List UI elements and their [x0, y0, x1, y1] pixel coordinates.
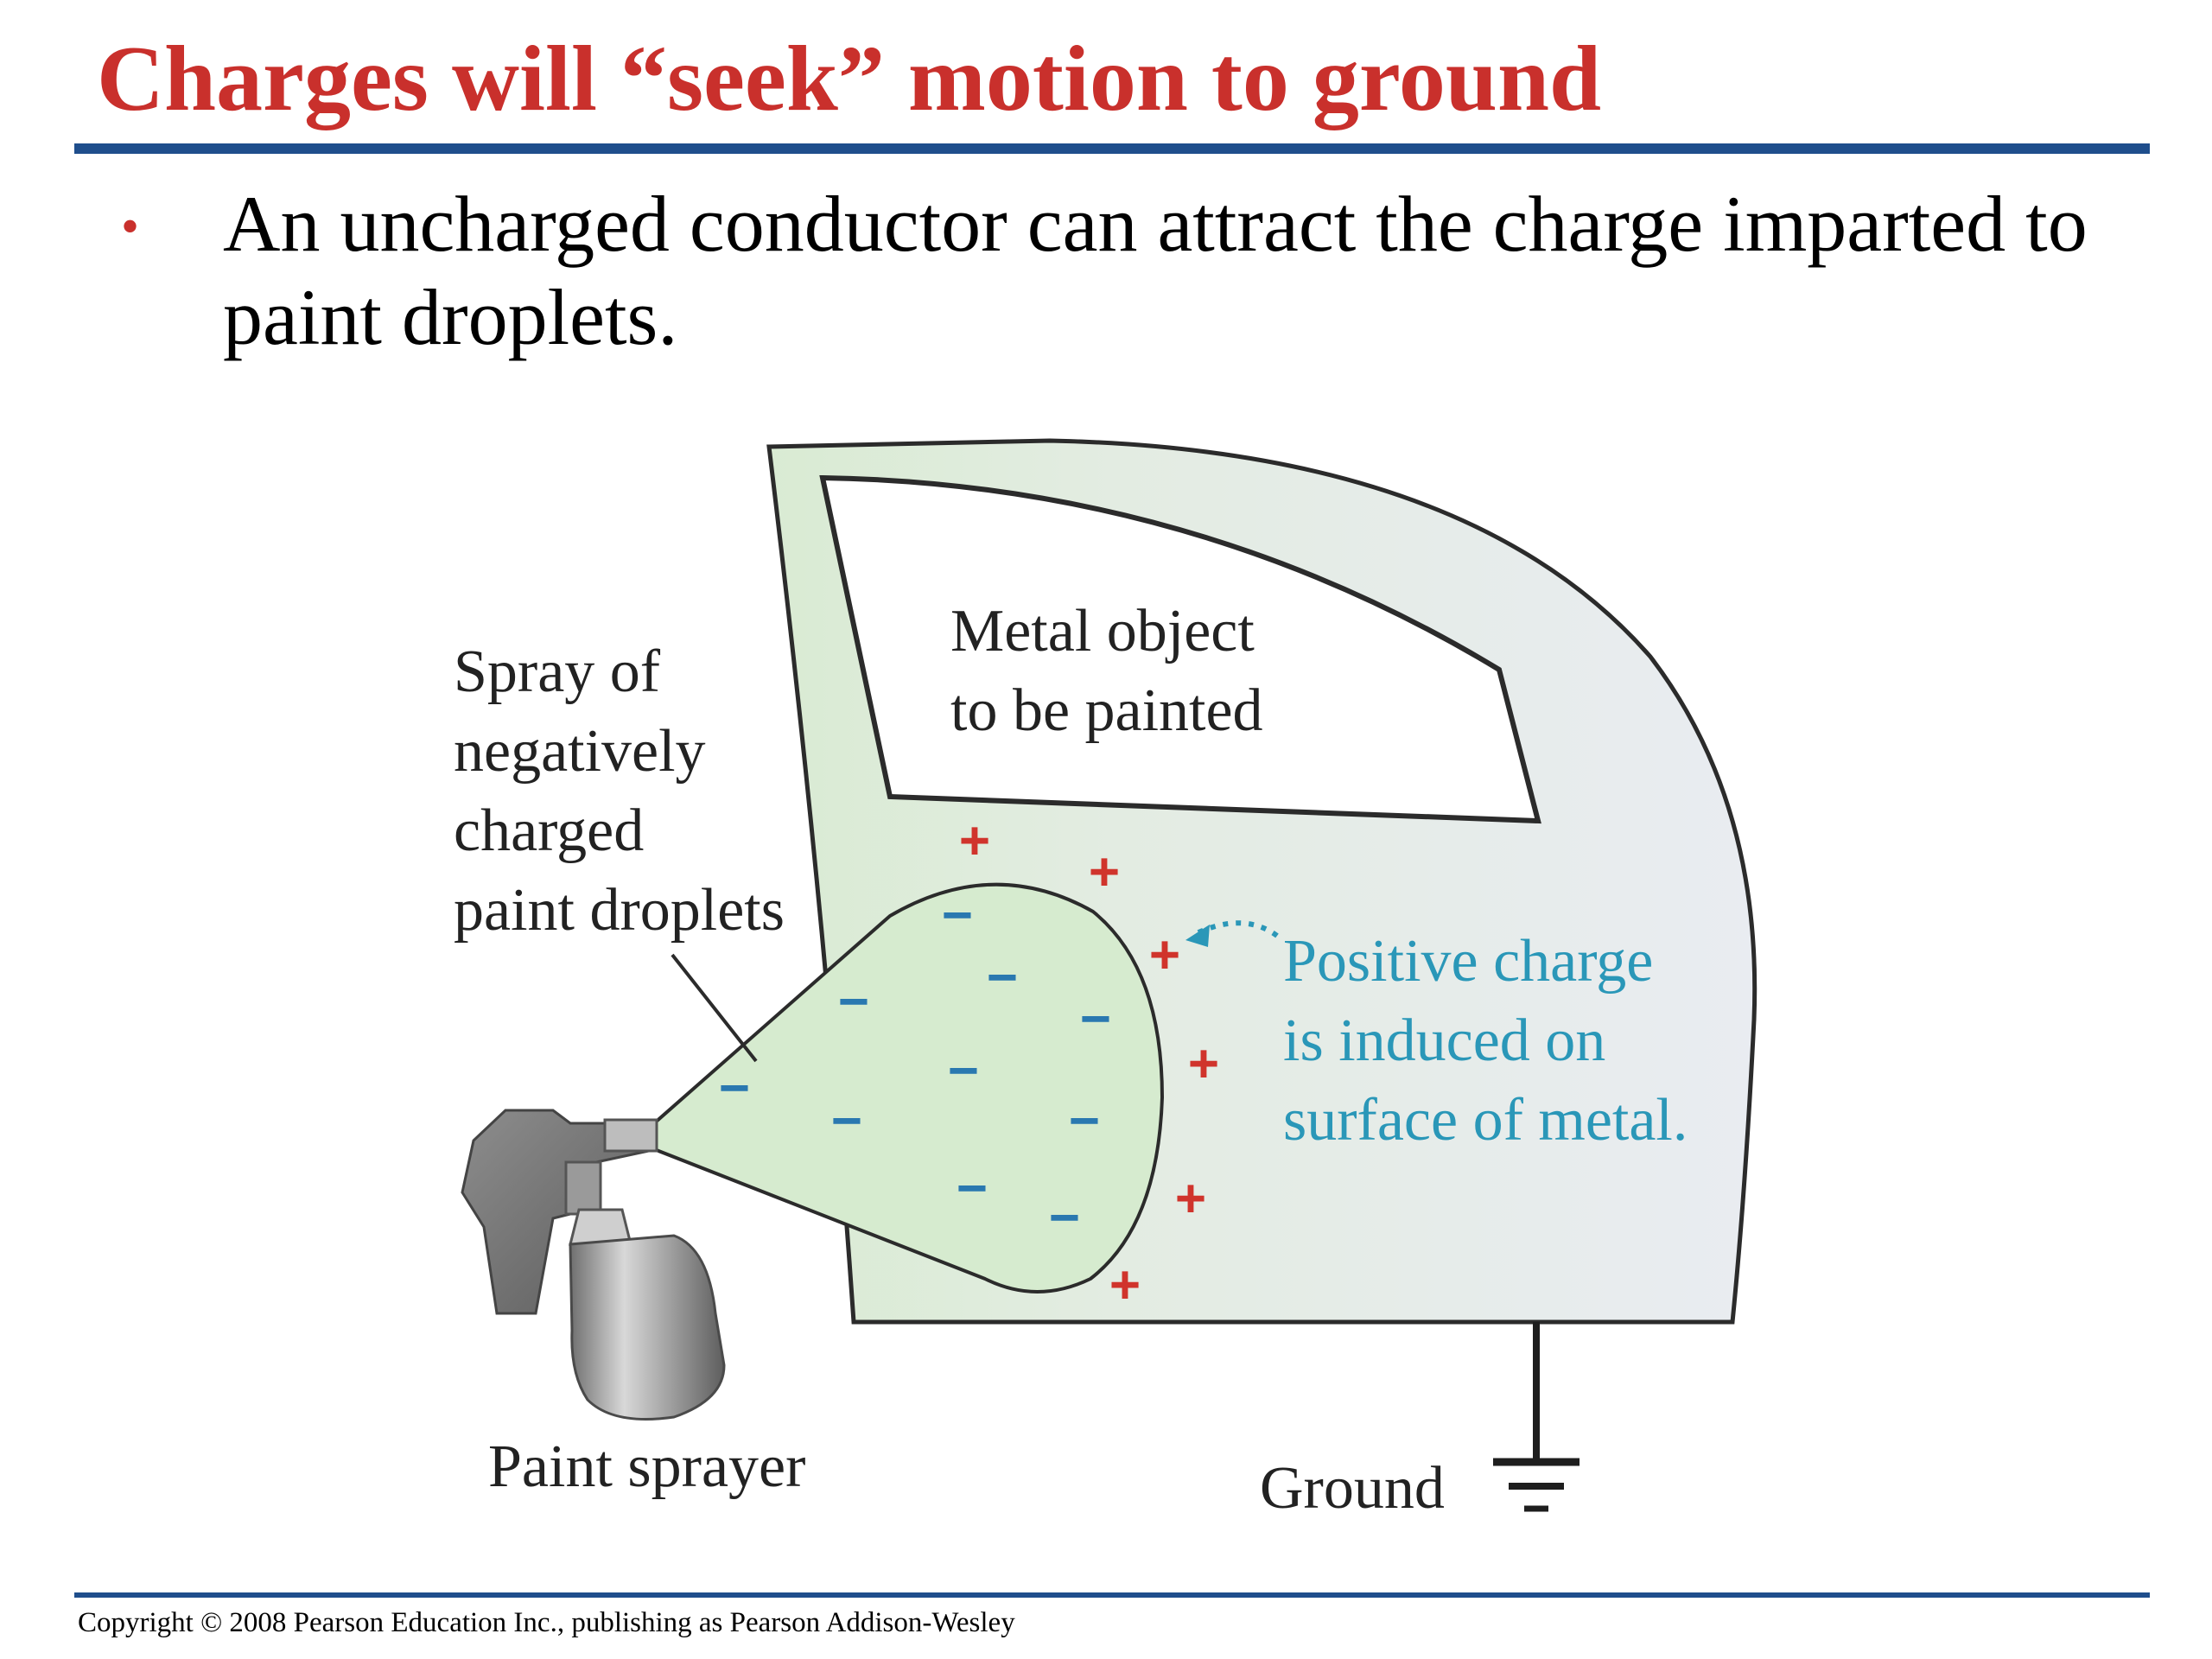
negative-charge-2: − — [987, 948, 1018, 1007]
positive-charge-6: + — [1109, 1255, 1141, 1315]
svg-text:Positive charge: Positive charge — [1283, 928, 1653, 995]
paint-sprayer-icon — [461, 1109, 726, 1421]
negative-charge-5: − — [948, 1041, 979, 1101]
svg-text:surface of metal.: surface of metal. — [1283, 1087, 1688, 1154]
negative-charge-1: − — [942, 886, 973, 945]
svg-text:is induced on: is induced on — [1283, 1007, 1605, 1074]
footer-divider — [74, 1592, 2150, 1598]
paint-sprayer-label: Paint sprayer — [488, 1433, 805, 1500]
door-window — [819, 474, 1541, 824]
svg-text:Spray of: Spray of — [454, 639, 661, 705]
positive-charge-1: + — [959, 811, 990, 871]
bullet-text: An uncharged conductor can attract the c… — [223, 180, 2088, 361]
positive-charge-5: + — [1175, 1169, 1206, 1229]
positive-charge-3: + — [1149, 925, 1180, 985]
negative-charge-10: − — [1049, 1188, 1080, 1248]
positive-charge-label: Positive charge is induced on surface of… — [1283, 928, 1688, 1154]
positive-charge-2: + — [1089, 842, 1120, 902]
negative-charge-6: − — [719, 1058, 750, 1118]
negative-charge-8: − — [1069, 1091, 1100, 1151]
arrow-head-icon — [1185, 925, 1210, 947]
induced-charge-arrow — [1195, 920, 1279, 938]
negative-charge-3: − — [838, 972, 869, 1032]
bullet-point-icon: • — [121, 198, 140, 255]
metal-object-label: Metal object to be painted — [950, 598, 1263, 744]
spray-label: Spray of negatively charged paint drople… — [454, 639, 785, 944]
negative-charge-7: − — [831, 1091, 862, 1151]
positive-charge-4: + — [1188, 1034, 1219, 1094]
paint-spray-cone — [644, 882, 1165, 1294]
negative-charge-9: − — [957, 1159, 988, 1218]
negative-charge-4: − — [1080, 989, 1111, 1049]
charge-marks: ++++++−−−−−−−−−− — [719, 811, 1219, 1315]
title-divider — [74, 143, 2150, 154]
slide-title: Charges will “seek” motion to ground — [97, 28, 1602, 130]
svg-text:to be painted: to be painted — [950, 677, 1263, 744]
svg-text:paint droplets: paint droplets — [454, 877, 785, 944]
ground-symbol-icon — [1493, 1322, 1580, 1512]
svg-text:charged: charged — [454, 798, 644, 864]
svg-text:negatively: negatively — [454, 718, 706, 785]
copyright-text: Copyright © 2008 Pearson Education Inc.,… — [78, 1607, 1015, 1638]
spray-label-pointer — [671, 953, 758, 1063]
ground-label: Ground — [1260, 1455, 1445, 1522]
svg-text:Metal object: Metal object — [950, 598, 1255, 664]
